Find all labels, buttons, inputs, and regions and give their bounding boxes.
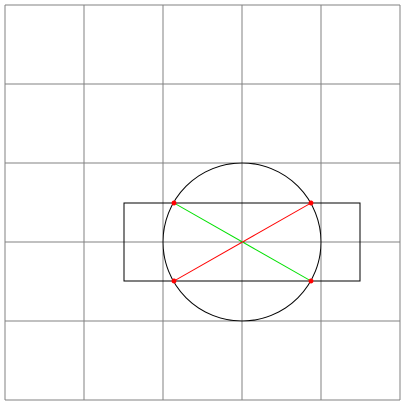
circle	[162, 162, 322, 322]
diagonal-line-b	[173, 202, 312, 282]
intersection-point-top-left	[171, 200, 177, 206]
intersection-point-bottom-right	[308, 278, 314, 284]
rectangle	[123, 202, 361, 282]
intersection-point-bottom-left	[171, 278, 177, 284]
intersection-point-top-right	[308, 200, 314, 206]
